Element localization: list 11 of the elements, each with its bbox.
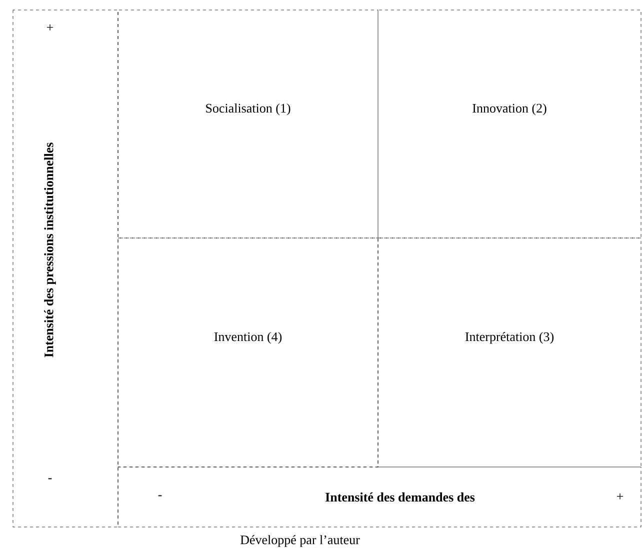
caption: Développé par l’auteur: [240, 535, 360, 547]
plus-sign: +: [46, 24, 54, 30]
quadrant-box: Interprétation (3): [378, 238, 642, 468]
quadrant-box: Socialisation (1): [118, 10, 378, 238]
axis-title: Intensité des demandes des: [326, 492, 475, 502]
quadrant-box: Invention (4): [118, 238, 378, 468]
axis-title: Intensité des pressions institutionnelles: [44, 142, 56, 358]
minus-sign: -: [48, 478, 52, 480]
plus-sign: +: [616, 493, 624, 500]
quadrant-box: Innovation (2): [378, 10, 642, 238]
minus-sign: -: [158, 495, 162, 496]
